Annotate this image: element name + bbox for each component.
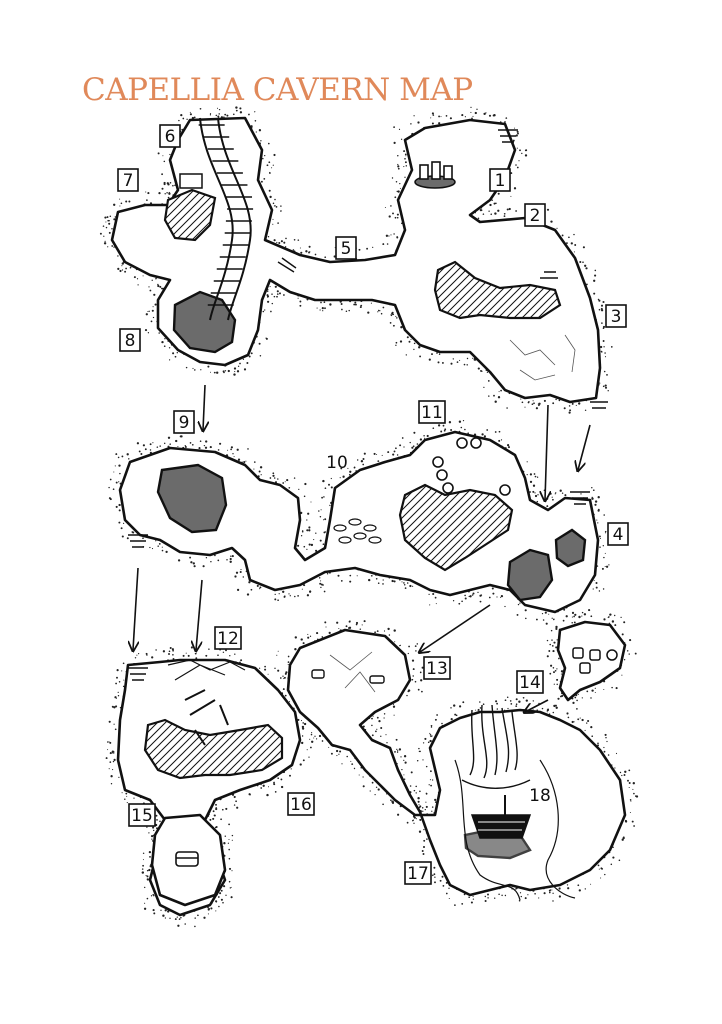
- room-label-2: 2: [524, 203, 546, 227]
- room-number: 12: [217, 629, 239, 649]
- room-number: 4: [613, 525, 624, 545]
- barrel-icon: [572, 647, 618, 674]
- room-number: 11: [421, 403, 443, 423]
- rail-track-icon: [198, 117, 254, 321]
- room-number: 17: [407, 864, 429, 884]
- mine-cart-icon: [163, 173, 217, 242]
- room-label-6: 6: [159, 124, 181, 148]
- room-label-16: 16: [287, 792, 315, 816]
- pool-icon: [554, 528, 587, 568]
- room-number: 6: [165, 127, 176, 147]
- stairs-icon: [128, 129, 608, 681]
- rubble-icon: [143, 718, 284, 780]
- rubble-icon: [333, 518, 382, 544]
- room-label-8: 8: [119, 328, 141, 352]
- pool-icon: [506, 548, 554, 602]
- room-label-15: 15: [128, 803, 156, 827]
- rubble-icon: [398, 483, 514, 572]
- room-number: 14: [519, 673, 541, 693]
- boat-icon: [470, 795, 532, 839]
- arrow-icon: [133, 384, 591, 712]
- room-label-17: 17: [404, 861, 432, 885]
- pool-icon: [156, 463, 228, 534]
- room-number: 13: [426, 659, 448, 679]
- room-label-4: 4: [607, 522, 629, 546]
- room-label-5: 5: [335, 236, 357, 260]
- room-number: 8: [125, 331, 136, 351]
- debris-icon: [184, 689, 229, 746]
- room-label-7: 7: [117, 168, 139, 192]
- room-number: 9: [179, 413, 190, 433]
- room-label-1: 1: [489, 168, 511, 192]
- room-number: 2: [530, 206, 541, 226]
- room-number: 15: [131, 806, 153, 826]
- room-number: 10: [326, 453, 348, 473]
- room-label-3: 3: [605, 304, 627, 328]
- room-label-13: 13: [423, 656, 451, 680]
- web-icon: [167, 659, 246, 681]
- barrel-icon: [432, 437, 511, 496]
- waterfall-icon: [461, 704, 531, 789]
- room-label-12: 12: [214, 626, 242, 650]
- treasure-chest-icon: [175, 851, 199, 867]
- room-number: 7: [123, 171, 134, 191]
- room-label-9: 9: [173, 410, 195, 434]
- upper-cave-system: [110, 116, 602, 404]
- room-label-11: 11: [418, 400, 446, 424]
- statue-icon: [414, 161, 456, 189]
- room-number: 1: [495, 171, 506, 191]
- room-label-14: 14: [516, 670, 544, 694]
- room-number: 16: [290, 795, 312, 815]
- room-number: 3: [611, 307, 622, 327]
- room-number: 5: [341, 239, 352, 259]
- room-label-18: 18: [529, 786, 551, 806]
- map-title: CAPELLIA CAVERN MAP: [82, 72, 473, 108]
- room-label-10: 10: [326, 453, 348, 473]
- room-number: 18: [529, 786, 551, 806]
- cave-18: [556, 620, 627, 702]
- river-icon: [454, 759, 576, 901]
- rubble-icon: [311, 669, 385, 684]
- pool-icon: [172, 290, 237, 354]
- rubble-icon: [433, 260, 562, 320]
